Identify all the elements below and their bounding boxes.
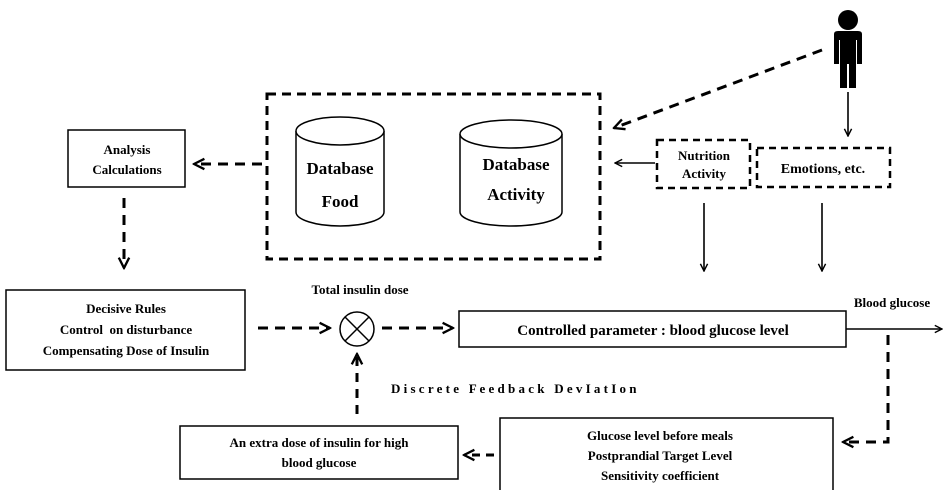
person-icon: [834, 10, 862, 88]
nutrition-activity-box: [655, 138, 752, 190]
blood-glucose-label: Blood glucose: [854, 295, 930, 310]
decisive-rules-box: [5, 289, 246, 371]
database-group: [265, 92, 602, 261]
person-to-database-arrow: [614, 48, 823, 128]
calculations-label: Calculations: [92, 162, 161, 177]
feedback-label: D i s c r e t e F e e d b a c k D e v I …: [391, 381, 637, 396]
activity-label: Activity: [682, 166, 727, 181]
controlled-parameter-label: Controlled parameter : blood glucose lev…: [517, 323, 789, 339]
database-food-line1: Database: [306, 159, 374, 178]
nutrition-label: Nutrition: [678, 148, 731, 163]
emotions-box: [755, 146, 892, 189]
glucose-param-line1: Glucose level before meals: [587, 428, 733, 443]
database-food-cylinder: Database Food: [295, 116, 385, 227]
decisive-rules-line2: Control on disturbance: [60, 322, 193, 337]
feedback-dashed-path: [843, 335, 890, 442]
extra-dose-line1: An extra dose of insulin for high: [230, 435, 410, 450]
analysis-label: Analysis: [104, 142, 151, 157]
analysis-box: [67, 129, 186, 188]
controlled-parameter-box: [458, 310, 847, 348]
glucose-parameters-box: [499, 417, 834, 490]
database-food-line2: Food: [322, 192, 359, 211]
database-activity-line1: Database: [482, 155, 550, 174]
emotions-label: Emotions, etc.: [781, 162, 865, 177]
total-insulin-label: Total insulin dose: [311, 282, 408, 297]
multiplier-junction-icon: [339, 311, 375, 347]
glucose-param-line2: Postprandial Target Level: [588, 448, 733, 463]
decisive-rules-line3: Compensating Dose of Insulin: [43, 343, 210, 358]
decisive-rules-line1: Decisive Rules: [86, 301, 166, 316]
extra-dose-box: [179, 425, 459, 480]
extra-dose-line2: blood glucose: [282, 455, 357, 470]
database-activity-line2: Activity: [487, 185, 545, 204]
database-activity-cylinder: Database Activity: [459, 119, 563, 227]
glucose-param-line3: Sensitivity coefficient: [601, 468, 720, 483]
